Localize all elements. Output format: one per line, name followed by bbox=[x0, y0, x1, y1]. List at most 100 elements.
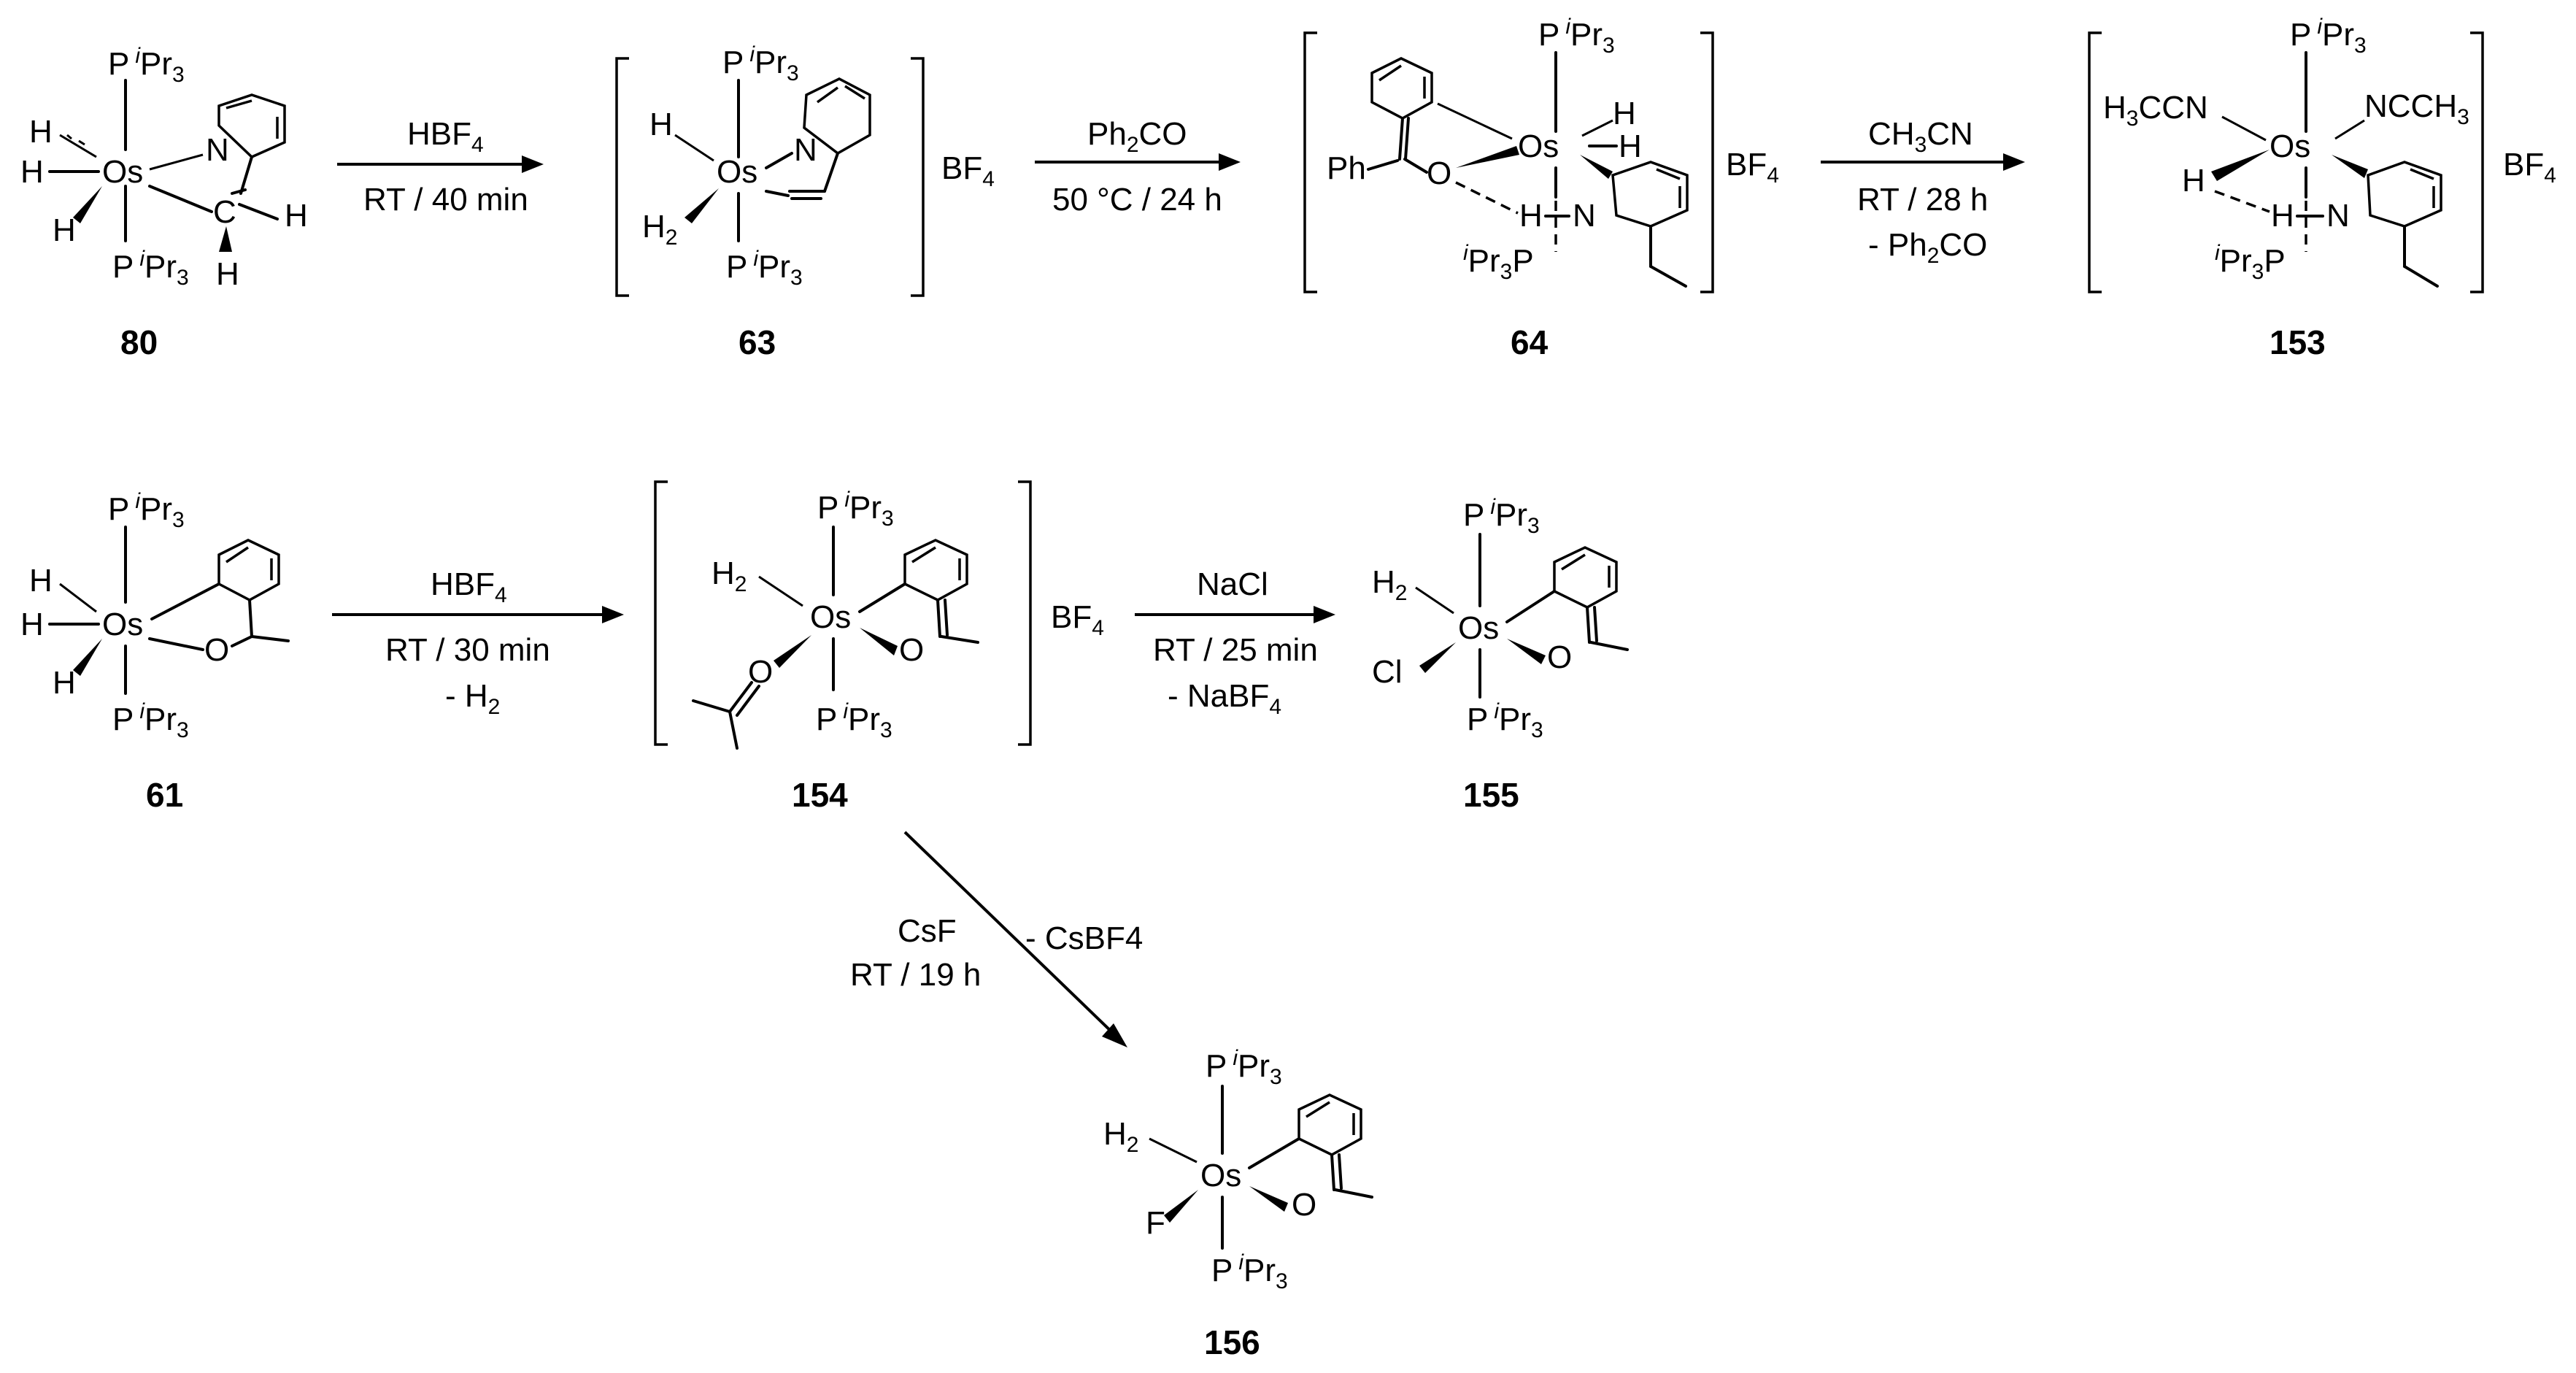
conditions-text: RT / 19 h bbox=[850, 957, 981, 993]
byproduct-text: - Ph2CO bbox=[1868, 227, 1987, 268]
compound-label-61: 61 bbox=[146, 776, 183, 814]
atom-h: H bbox=[29, 563, 53, 599]
atom-bf4: BF4 bbox=[2503, 147, 2556, 188]
atom-h3ccn: H3CCN bbox=[2103, 90, 2208, 131]
atom-o: O bbox=[1427, 155, 1451, 191]
atom-h: H bbox=[53, 212, 76, 248]
atom-os: Os bbox=[2270, 128, 2310, 164]
atom-o: O bbox=[1547, 639, 1572, 675]
reaction-arrow-r4: HBF4 RT / 30 min - H2 bbox=[332, 566, 624, 719]
reagent-text: CsF bbox=[898, 913, 957, 949]
atom-n: N bbox=[1573, 198, 1596, 234]
atom-h: H bbox=[20, 154, 44, 190]
atom-os: Os bbox=[102, 607, 143, 642]
bracket-left bbox=[654, 480, 668, 746]
atom-os: Os bbox=[1458, 610, 1499, 646]
atom-h: H bbox=[29, 114, 53, 150]
atom-os: Os bbox=[810, 599, 851, 635]
atom-h: H bbox=[1613, 96, 1636, 131]
conditions-text: 50 °C / 24 h bbox=[1052, 182, 1222, 218]
reagent-text: HBF4 bbox=[431, 566, 507, 607]
reagent-text: NaCl bbox=[1197, 566, 1268, 602]
compound-label-156: 156 bbox=[1204, 1323, 1260, 1361]
reagent-text: Ph2CO bbox=[1087, 116, 1187, 157]
reaction-arrow-r1: HBF4 RT / 40 min bbox=[337, 116, 544, 218]
byproduct-text: - H2 bbox=[445, 678, 500, 719]
conditions-text: RT / 28 h bbox=[1857, 182, 1988, 218]
bracket-left bbox=[615, 57, 629, 297]
reaction-arrow-r2: Ph2CO 50 °C / 24 h bbox=[1035, 116, 1241, 218]
reagent-text: CH3CN bbox=[1868, 116, 1973, 157]
atom-n: N bbox=[794, 132, 817, 168]
reaction-arrow-r3: CH3CN RT / 28 h - Ph2CO bbox=[1821, 116, 2025, 268]
compound-label-155: 155 bbox=[1463, 776, 1519, 814]
bracket-right bbox=[1018, 480, 1032, 746]
reaction-arrow-r5: NaCl RT / 25 min - NaBF4 bbox=[1135, 566, 1335, 719]
compound-label-153: 153 bbox=[2270, 323, 2326, 361]
atom-bf4: BF4 bbox=[1726, 147, 1779, 188]
bracket-right bbox=[2470, 31, 2484, 293]
byproduct-text: - CsBF4 bbox=[1025, 920, 1143, 956]
atom-bf4: BF4 bbox=[1051, 599, 1104, 640]
atom-h2: H2 bbox=[712, 555, 747, 596]
atom-o: O bbox=[1292, 1187, 1316, 1223]
atom-ipr3p: iPr3P bbox=[1463, 241, 1534, 284]
atom-os: Os bbox=[717, 154, 757, 190]
atom-os: Os bbox=[1200, 1158, 1241, 1193]
bracket-right bbox=[911, 57, 925, 297]
atom-h2: H2 bbox=[642, 209, 677, 250]
atom-h2: H2 bbox=[1103, 1116, 1138, 1157]
atom-f: F bbox=[1146, 1205, 1165, 1241]
atom-h: H bbox=[216, 256, 239, 292]
atom-o: O bbox=[204, 632, 229, 668]
compound-label-154: 154 bbox=[792, 776, 848, 814]
atom-ph: Ph bbox=[1327, 150, 1366, 186]
atom-h2: H2 bbox=[1372, 564, 1407, 605]
atom-h: H bbox=[285, 198, 308, 234]
atom-h: H bbox=[2271, 198, 2294, 234]
atom-h: H bbox=[1519, 198, 1543, 234]
atom-h: H bbox=[649, 107, 673, 142]
atom-c: C bbox=[213, 194, 236, 230]
conditions-text: RT / 40 min bbox=[363, 182, 528, 218]
conditions-text: RT / 30 min bbox=[385, 632, 550, 668]
atom-ipr3p: iPr3P bbox=[2215, 241, 2286, 284]
bracket-left bbox=[2088, 31, 2102, 293]
compound-label-63: 63 bbox=[739, 323, 776, 361]
atom-h: H bbox=[20, 607, 44, 642]
bracket-left bbox=[1303, 31, 1317, 293]
atom-cl: Cl bbox=[1372, 654, 1403, 690]
compound-label-80: 80 bbox=[120, 323, 158, 361]
atom-h: H bbox=[53, 665, 76, 701]
reaction-arrow-r6: CsF RT / 19 h - CsBF4 bbox=[850, 831, 1143, 1047]
atom-ncch3: NCCH3 bbox=[2364, 88, 2469, 129]
atom-bf4: BF4 bbox=[941, 150, 995, 191]
atom-h: H bbox=[2182, 163, 2205, 199]
reagent-text: HBF4 bbox=[407, 116, 484, 157]
byproduct-text: - NaBF4 bbox=[1168, 678, 1281, 719]
atom-os: Os bbox=[102, 154, 143, 190]
bracket-right bbox=[1700, 31, 1714, 293]
conditions-text: RT / 25 min bbox=[1153, 632, 1318, 668]
atom-n: N bbox=[2326, 198, 2350, 234]
compound-label-64: 64 bbox=[1511, 323, 1549, 361]
